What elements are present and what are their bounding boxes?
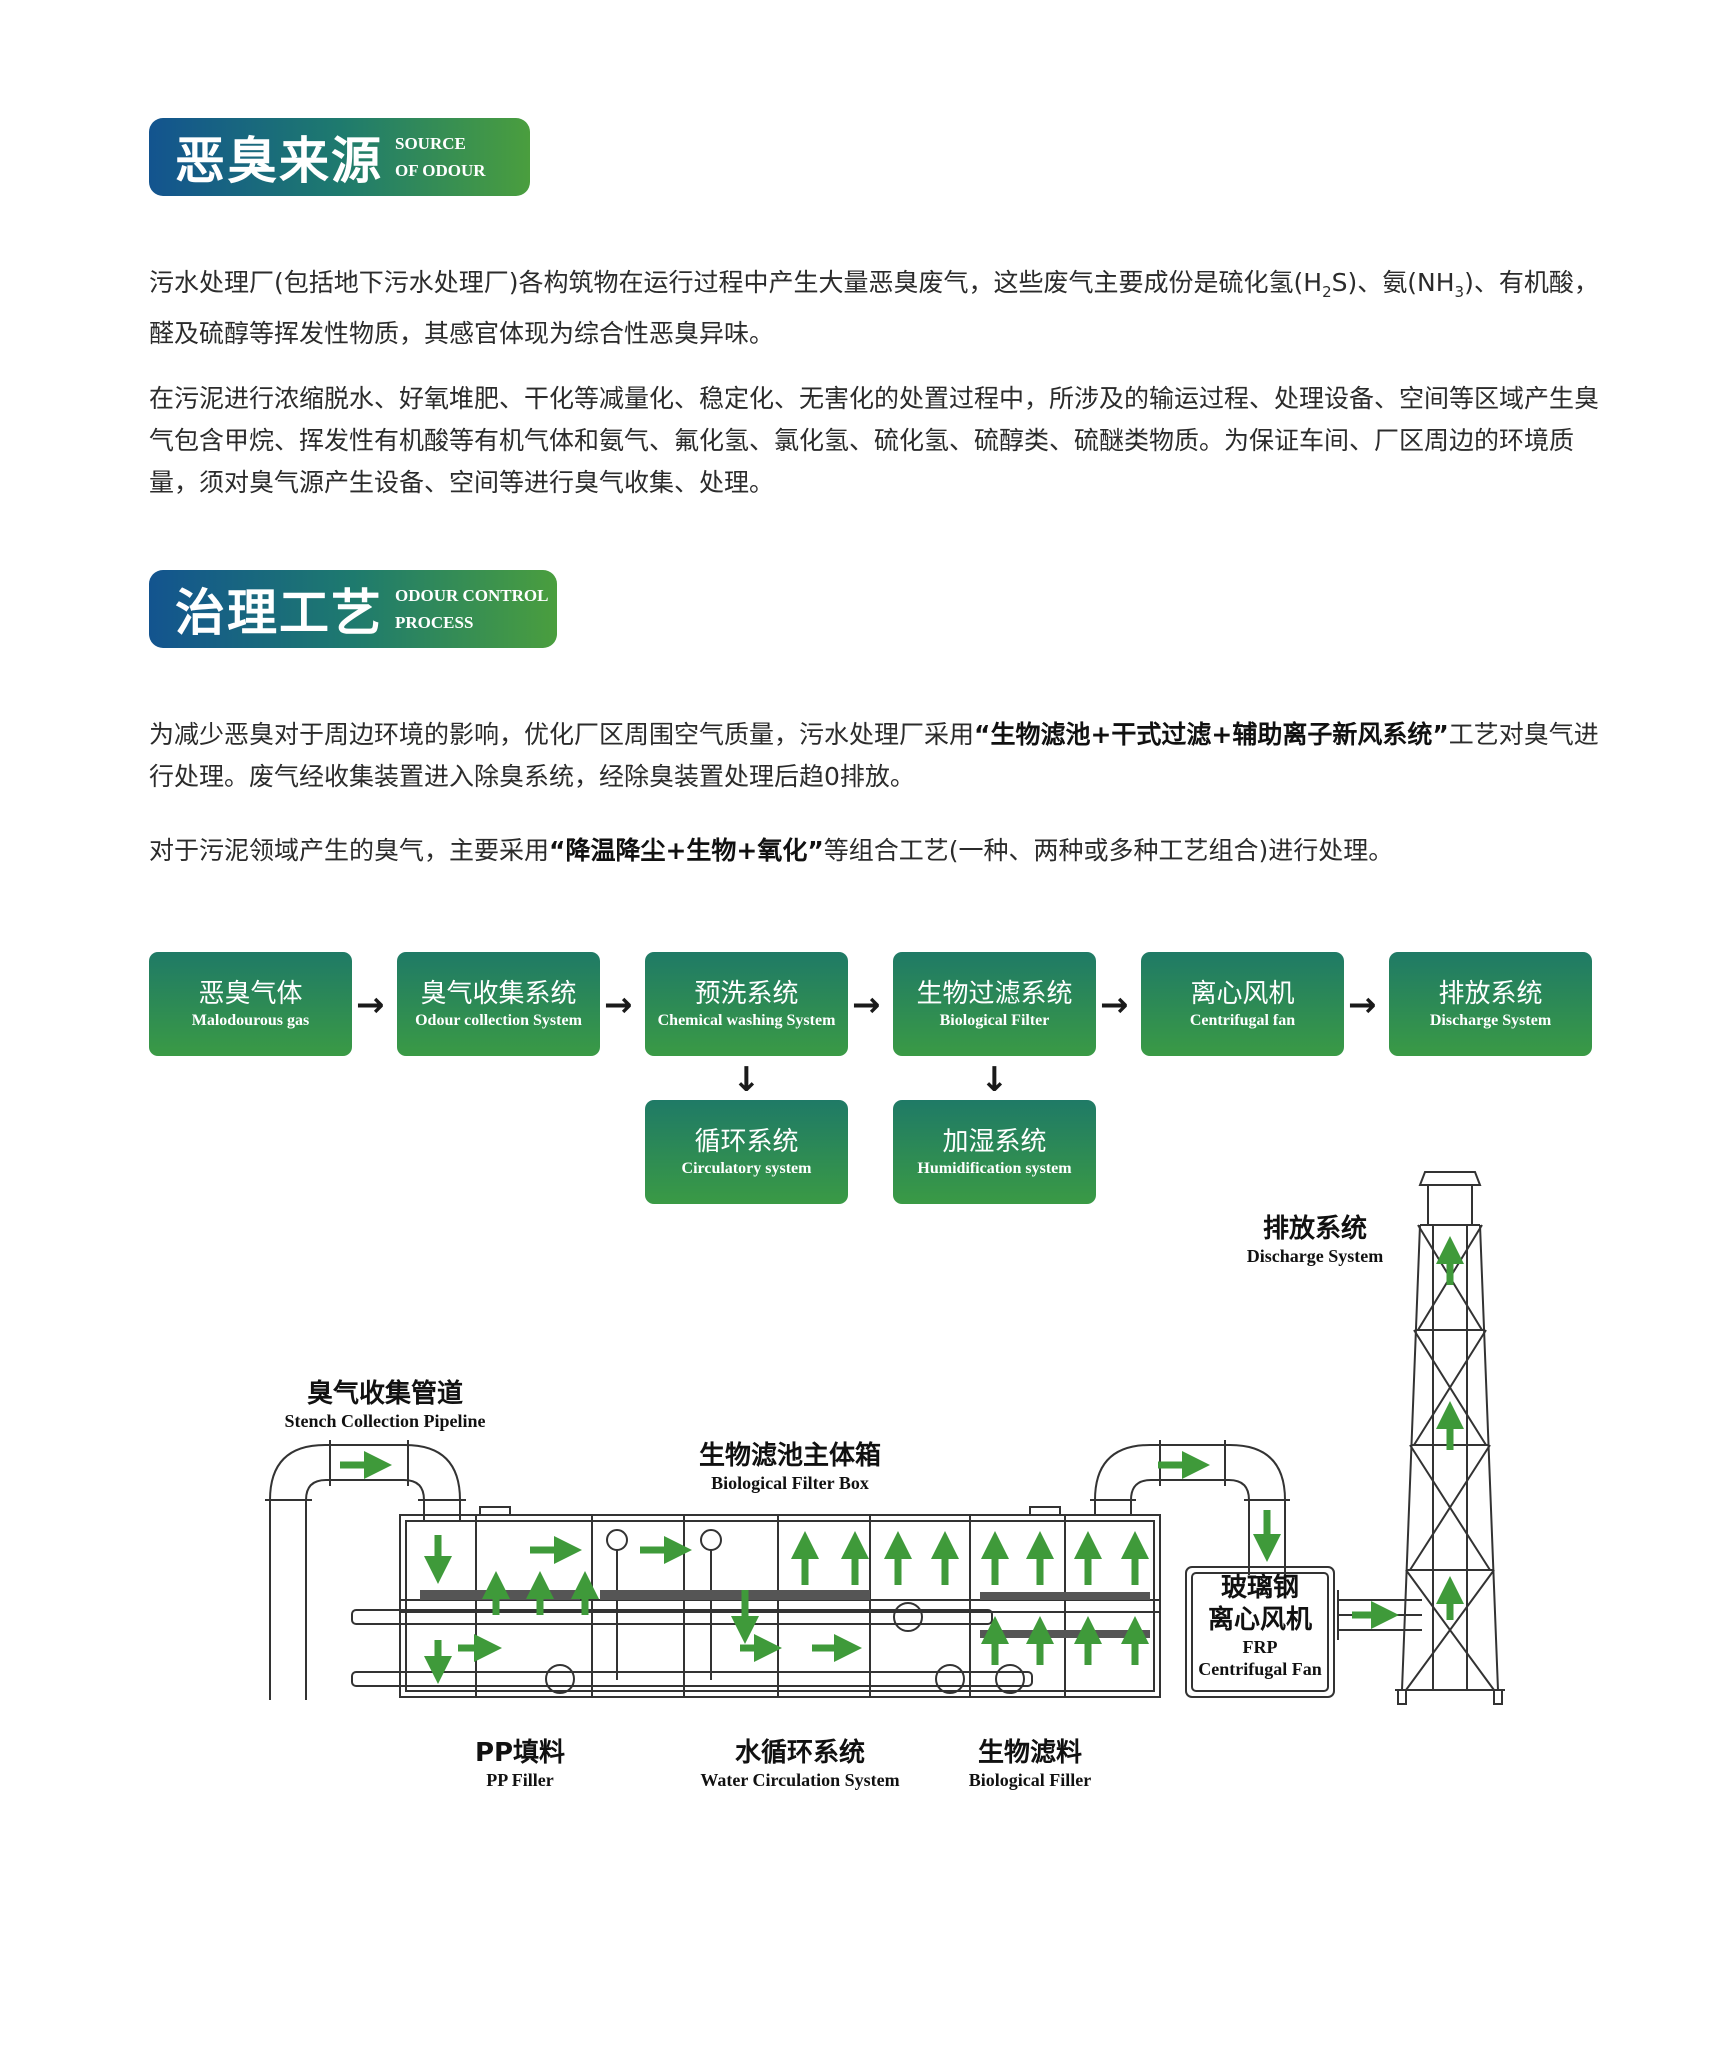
flow-step-discharge-system: 排放系统 Discharge System — [1389, 952, 1592, 1056]
inlet-pipe — [269, 1444, 461, 1700]
right-arrow-icon: → — [1100, 985, 1129, 1025]
flow-step-chemical-washing: 预洗系统 Chemical washing System — [645, 952, 848, 1056]
label-pp-filler: PP填料 PP Filler — [474, 1738, 566, 1790]
section-title-zh: 恶臭来源 — [175, 132, 383, 190]
down-arrow-icon: ↓ — [980, 1060, 1009, 1100]
label-discharge-system: 排放系统 Discharge System — [1246, 1214, 1384, 1266]
right-arrow-icon: → — [604, 985, 633, 1025]
down-arrow-icon: ↓ — [732, 1060, 761, 1100]
flow-step-malodourous-gas: 恶臭气体 Malodourous gas — [149, 952, 352, 1056]
label-frp-fan: 玻璃钢 离心风机 FRP Centrifugal Fan — [1198, 1573, 1322, 1679]
right-arrow-icon: → — [852, 985, 881, 1025]
flow-step-biological-filter: 生物过滤系统 Biological Filter — [893, 952, 1096, 1056]
inlet-pipe-inner — [305, 1479, 425, 1700]
flow-step-odour-collection: 臭气收集系统 Odour collection System — [397, 952, 600, 1056]
flow-step-humidification-system: 加湿系统 Humidification system — [893, 1100, 1096, 1204]
section-title-zh: 治理工艺 — [175, 584, 383, 642]
paragraph-process-2: 对于污泥领域产生的臭气，主要采用“降温降尘+生物+氧化”等组合工艺(一种、两种或… — [149, 836, 1394, 865]
section-title-en: ODOUR CONTROL PROCESS — [395, 586, 549, 632]
outlet-pipe — [1094, 1444, 1286, 1575]
flow-step-centrifugal-fan: 离心风机 Centrifugal fan — [1141, 952, 1344, 1056]
emphasis: “生物滤池+干式过滤+辅助离子新风系统” — [974, 720, 1449, 749]
filter-box-outline — [399, 1514, 1161, 1698]
section-header-source: 恶臭来源 SOURCE OF ODOUR — [149, 118, 530, 196]
paragraph-source-2: 在污泥进行浓缩脱水、好氧堆肥、干化等减量化、稳定化、无害化的处置过程中，所涉及的… — [149, 384, 1600, 497]
paragraph-process-1: 为减少恶臭对于周边环境的影响，优化厂区周围空气质量，污水处理厂采用“生物滤池+干… — [149, 720, 1599, 791]
paragraph-source-1: 污水处理厂(包括地下污水处理厂)各构筑物在运行过程中产生大量恶臭废气，这些废气主… — [149, 268, 1599, 348]
label-stench-pipeline: 臭气收集管道 Stench Collection Pipeline — [284, 1379, 486, 1431]
section-header-process: 治理工艺 ODOUR CONTROL PROCESS — [149, 570, 557, 648]
section-title-en: SOURCE OF ODOUR — [395, 134, 486, 180]
label-biological-filler: 生物滤料 Biological Filler — [968, 1738, 1092, 1790]
emphasis: “降温降尘+生物+氧化” — [549, 836, 824, 865]
right-arrow-icon: → — [356, 985, 385, 1025]
label-filter-box: 生物滤池主体箱 Biological Filter Box — [698, 1441, 881, 1493]
label-water-circulation: 水循环系统 Water Circulation System — [700, 1738, 900, 1790]
fan-box — [1185, 1566, 1335, 1698]
flow-step-circulatory-system: 循环系统 Circulatory system — [645, 1100, 848, 1204]
right-arrow-icon: → — [1348, 985, 1377, 1025]
